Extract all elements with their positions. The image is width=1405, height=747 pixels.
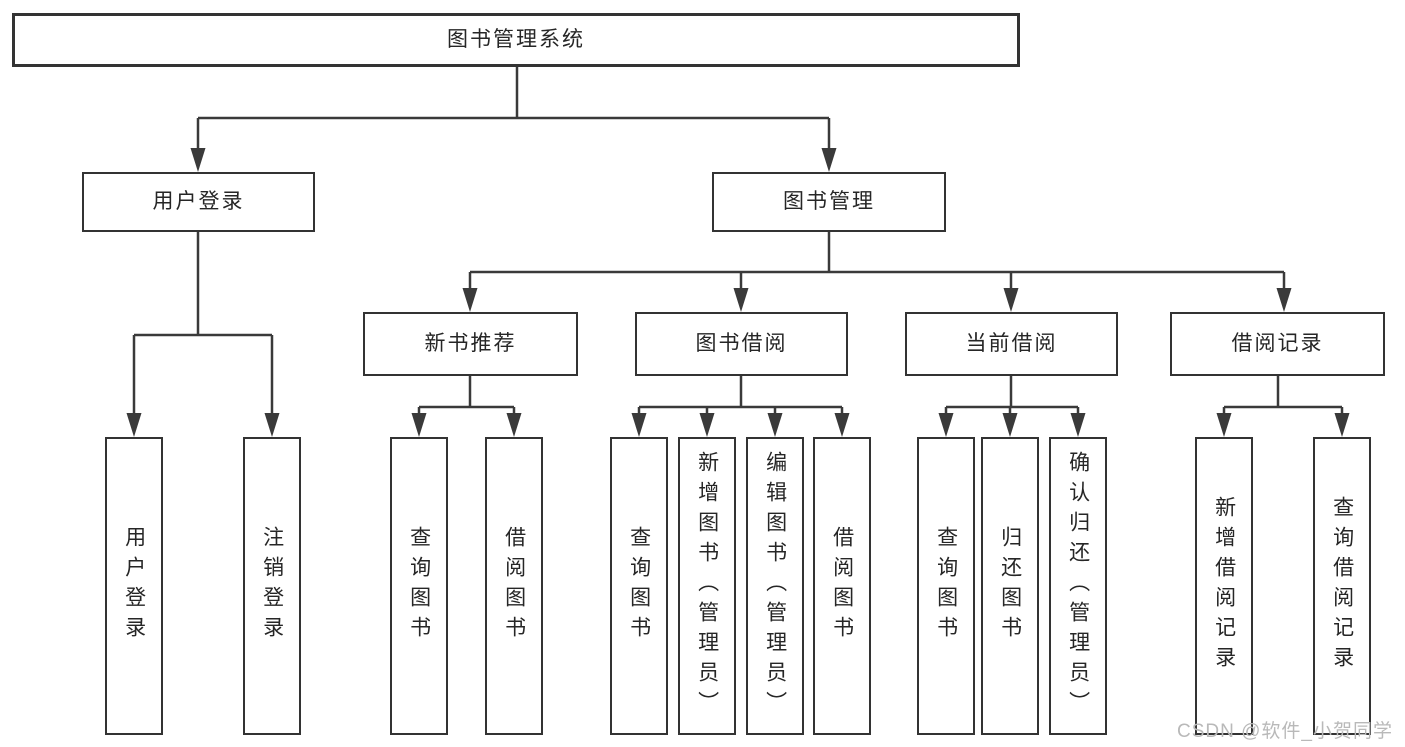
leaf-user-login: 用户登录 xyxy=(105,437,163,735)
node-current-borrow: 当前借阅 xyxy=(905,312,1118,376)
csdn-watermark: CSDN @软件_小贺同学 xyxy=(1177,721,1393,742)
leaf-confirm-return-admin: 确认归还（管理员） xyxy=(1049,437,1107,735)
leaf-return-books: 归还图书 xyxy=(981,437,1039,735)
leaf-borrow-books-recommend: 借阅图书 xyxy=(485,437,543,735)
leaf-logout: 注销登录 xyxy=(243,437,301,735)
node-new-book-recommend: 新书推荐 xyxy=(363,312,578,376)
leaf-borrow-books: 借阅图书 xyxy=(813,437,871,735)
leaf-query-borrow-record: 查询借阅记录 xyxy=(1313,437,1371,735)
leaf-add-borrow-record: 新增借阅记录 xyxy=(1195,437,1253,735)
leaf-query-books-current: 查询图书 xyxy=(917,437,975,735)
node-user-login: 用户登录 xyxy=(82,172,315,232)
leaf-query-books-borrow: 查询图书 xyxy=(610,437,668,735)
leaf-add-book-admin: 新增图书（管理员） xyxy=(678,437,736,735)
node-root: 图书管理系统 xyxy=(12,13,1020,67)
leaf-edit-book-admin: 编辑图书（管理员） xyxy=(746,437,804,735)
node-book-management: 图书管理 xyxy=(712,172,946,232)
node-book-borrow: 图书借阅 xyxy=(635,312,848,376)
leaf-query-books-recommend: 查询图书 xyxy=(390,437,448,735)
node-borrow-records: 借阅记录 xyxy=(1170,312,1385,376)
